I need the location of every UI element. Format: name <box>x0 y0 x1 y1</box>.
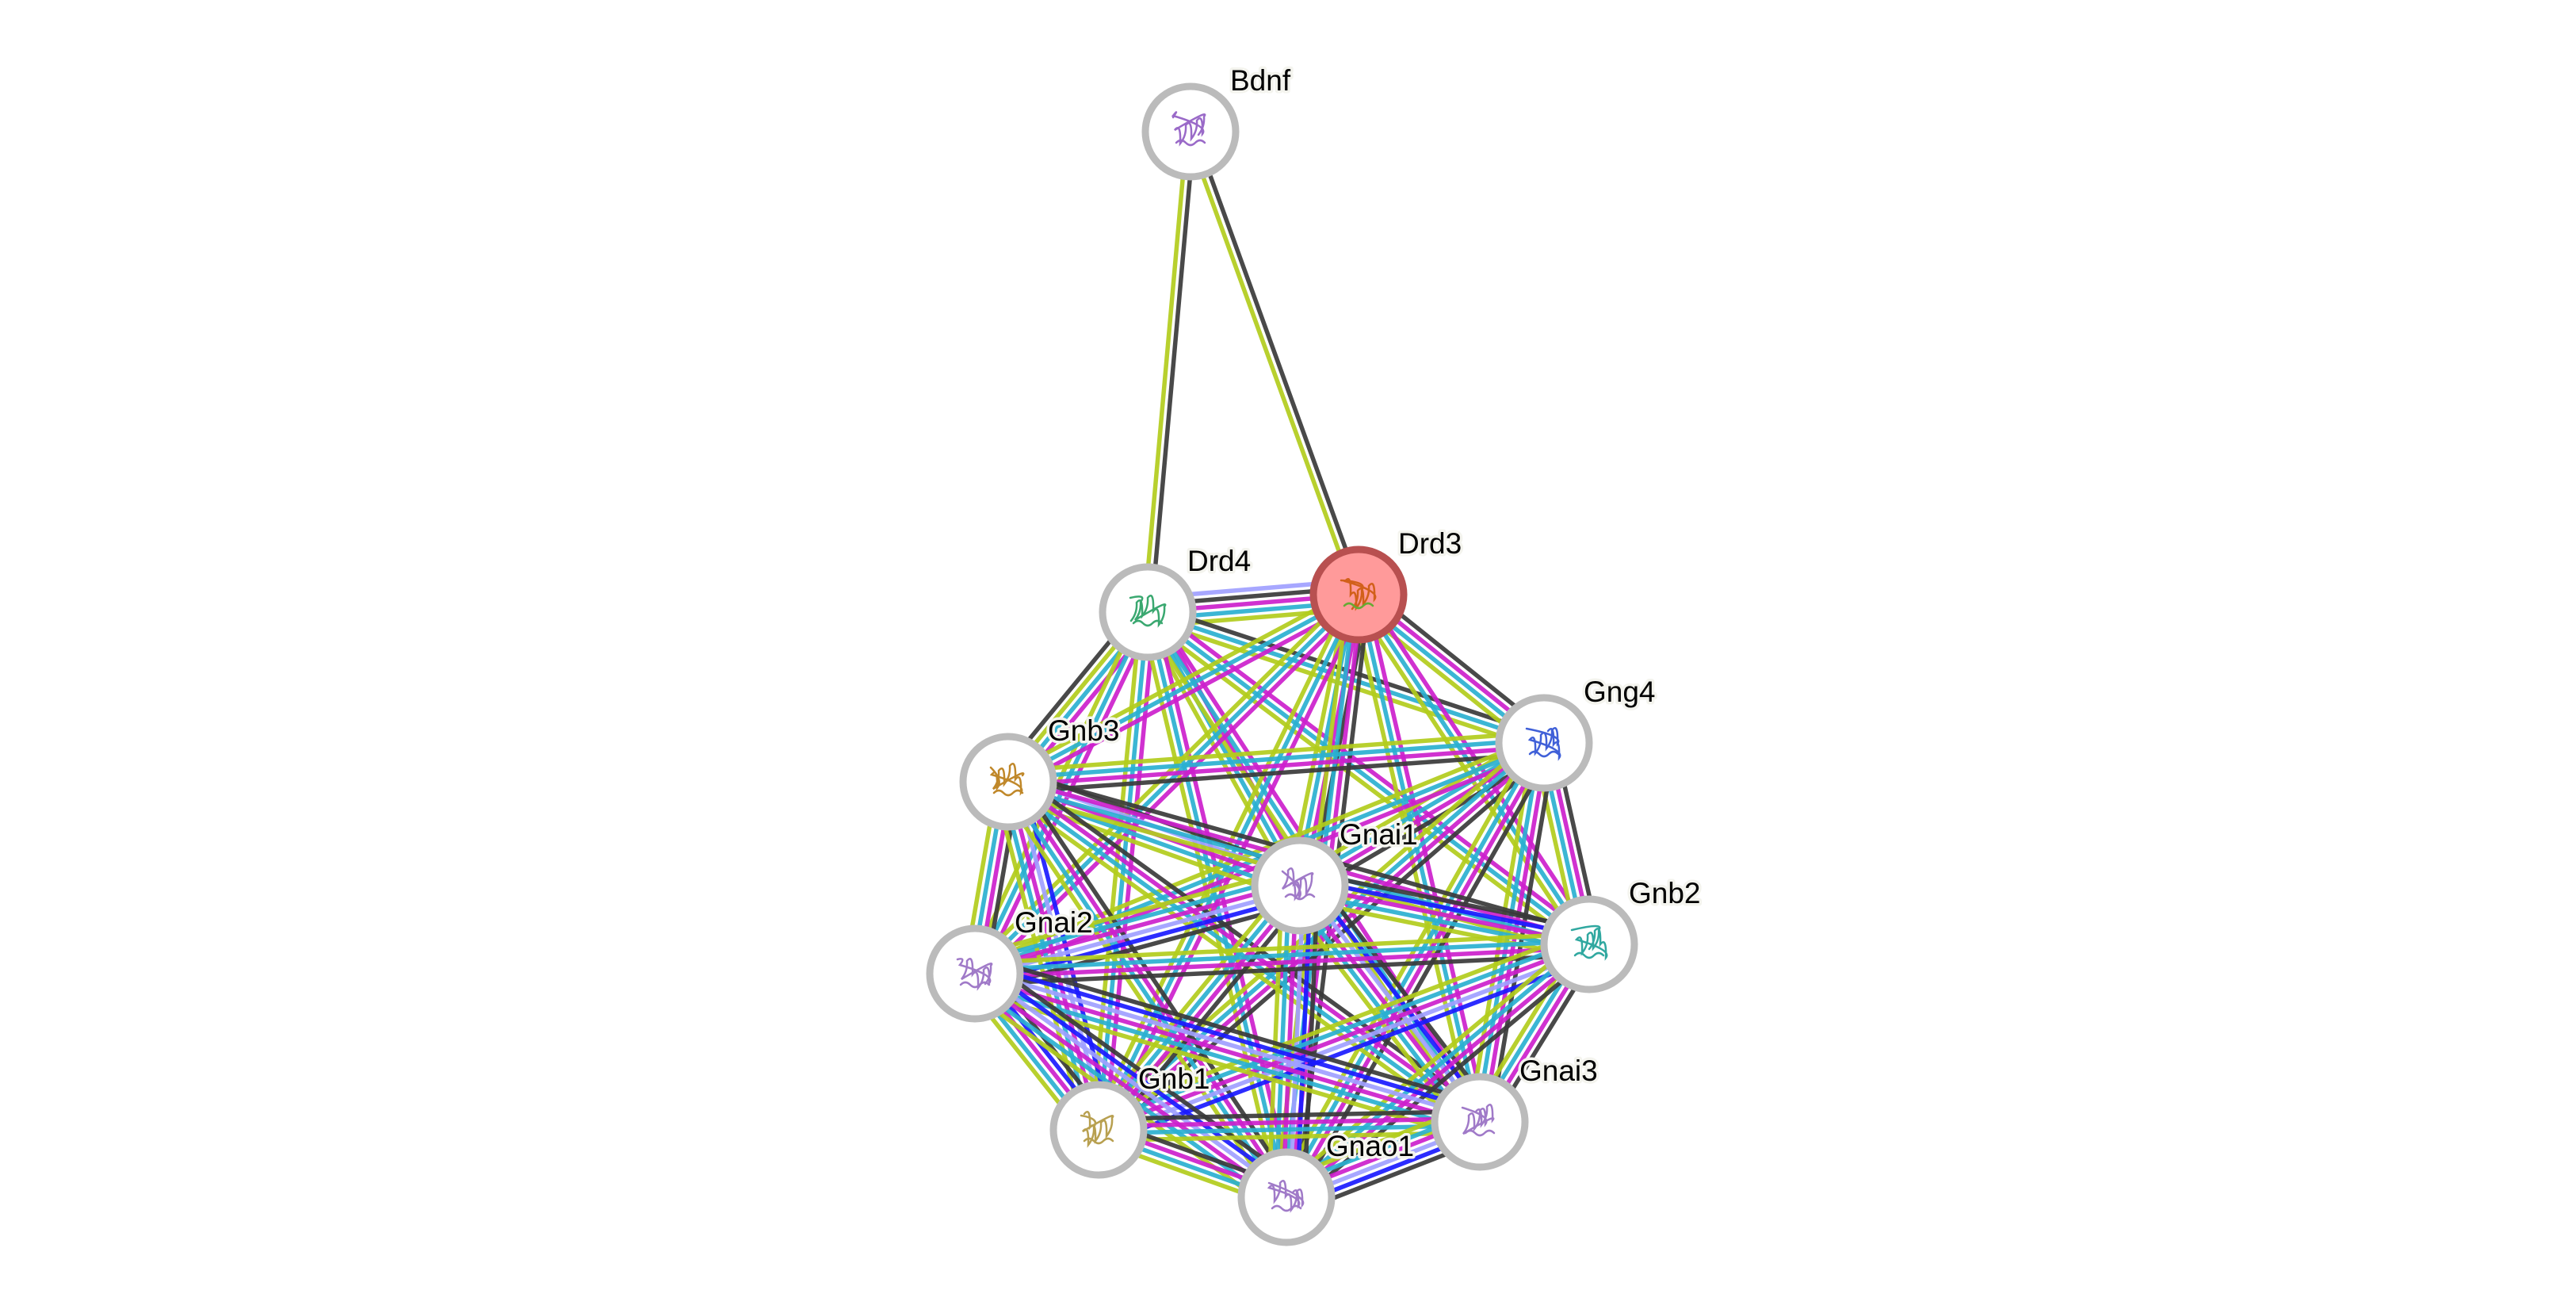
protein-structure-icon <box>1171 111 1206 147</box>
edge-database-line <box>1282 940 1588 1196</box>
edge-coexpression-line <box>1148 132 1197 613</box>
edge-experiments-line <box>1099 744 1548 1135</box>
protein-structure-icon <box>1267 1180 1305 1213</box>
edge-database-line <box>1273 885 1292 1197</box>
edge-coexpression-line <box>984 957 1298 1185</box>
edge-database-line <box>971 873 1298 966</box>
edge-Gng4-Gnb3[interactable] <box>1007 729 1546 795</box>
edge-coexpression-line <box>1312 873 1496 1113</box>
edge-textmining-line <box>1092 928 1585 1119</box>
edge-cooccurrence-line <box>1306 878 1490 1117</box>
protein-structure-icon <box>1129 595 1167 628</box>
node-label: Gnai3 <box>1519 1055 1598 1087</box>
node-circle[interactable] <box>959 733 1057 831</box>
edge-homology-line <box>1100 948 1593 1139</box>
node-circle[interactable] <box>1431 1073 1529 1171</box>
edge-coexpression-line <box>1488 744 1557 1124</box>
edge-database-line <box>1290 890 1473 1130</box>
edge-coexpression-line <box>1191 129 1364 595</box>
edge-experiments-line <box>1010 599 1363 790</box>
node-Gnai1[interactable]: Gnai1 <box>1251 816 1420 935</box>
edge-experiments-line <box>1150 604 1596 941</box>
edge-Gnb2-Gnai2[interactable] <box>974 931 1590 987</box>
node-label: Gnb3 <box>1048 714 1120 747</box>
edge-homology-line <box>975 968 1482 1121</box>
node-Bdnf[interactable]: Bdnf <box>1141 62 1294 181</box>
edge-Bdnf-Drd3[interactable] <box>1185 129 1364 597</box>
protein-structure-icon <box>956 958 993 991</box>
node-Gng4[interactable]: Gng4 <box>1495 673 1658 792</box>
edge-homology-line <box>976 969 1290 1196</box>
protein-structure-icon <box>1461 1104 1496 1137</box>
protein-structure-icon <box>1080 1111 1114 1148</box>
edge-cooccurrence-line <box>1294 886 1313 1198</box>
node-label: Bdnf <box>1230 64 1291 97</box>
edge-coexpression-line <box>1008 751 1546 795</box>
edge-database-line <box>1007 737 1544 781</box>
node-Gnao1[interactable]: Gnao1 <box>1237 1127 1417 1246</box>
edge-cooccurrence-line <box>1301 876 1592 940</box>
edge-textmining-line <box>1278 934 1584 1191</box>
node-label: Drd4 <box>1187 545 1251 577</box>
edge-textmining-line <box>1007 729 1544 774</box>
edge-Drd3-Gnb3[interactable] <box>1003 586 1363 790</box>
edge-textmining-line <box>1141 131 1190 612</box>
edge-coexpression-line <box>979 954 1486 1108</box>
edge-textmining-line <box>1141 615 1587 952</box>
protein-structure-icon <box>989 763 1025 797</box>
node-Gnb1[interactable]: Gnb1 <box>1049 1060 1213 1179</box>
protein-structure-icon <box>1340 578 1377 611</box>
edge-database-line <box>1007 592 1360 784</box>
edge-textmining-line <box>1000 788 1475 1133</box>
edge-database-line <box>1095 936 1588 1126</box>
edge-textmining-line <box>1266 884 1285 1197</box>
edge-cooccurrence-line <box>977 961 1484 1114</box>
node-circle[interactable] <box>1237 1148 1336 1246</box>
node-circle[interactable] <box>1049 1081 1148 1179</box>
node-Drd4[interactable]: Drd4 <box>1099 542 1254 661</box>
edge-experiments-line <box>1009 778 1292 1197</box>
edge-database-line <box>1145 611 1302 887</box>
node-Gnai2[interactable]: Gnai2 <box>926 904 1095 1023</box>
node-label: Drd3 <box>1398 527 1462 560</box>
protein-structure-icon <box>1525 727 1561 761</box>
edge-experiments-line <box>1008 744 1545 788</box>
edge-experiments-line <box>973 880 1300 973</box>
edge-textmining-line <box>1003 586 1357 778</box>
protein-structure-icon <box>1281 867 1316 901</box>
node-label: Gng4 <box>1584 676 1656 708</box>
node-label: Gnb1 <box>1138 1062 1210 1095</box>
node-circle[interactable] <box>926 924 1024 1023</box>
node-label: Gnai2 <box>1015 906 1093 939</box>
edge-experiments-line <box>973 974 1480 1127</box>
edge-coexpression-line <box>1098 1108 1480 1122</box>
edge-experiments-line <box>1098 1116 1480 1129</box>
edge-cooccurrence-line <box>980 963 1294 1191</box>
edge-Bdnf-Drd4[interactable] <box>1141 131 1197 613</box>
edge-database-line <box>1004 783 1479 1127</box>
protein-structure-icon <box>1570 924 1608 961</box>
edge-database-line <box>974 938 1589 973</box>
edge-experiments-line <box>1152 607 1309 883</box>
node-Gnai3[interactable]: Gnai3 <box>1431 1052 1600 1171</box>
node-label: Gnao1 <box>1326 1130 1414 1162</box>
node-Gnb3[interactable]: Gnb3 <box>959 712 1122 831</box>
edge-textmining-line <box>1185 132 1358 597</box>
edge-experiments-line <box>975 945 1590 980</box>
node-label: Gnb2 <box>1629 877 1701 909</box>
edge-textmining-line <box>969 866 1296 959</box>
node-circle[interactable] <box>1495 694 1593 792</box>
node-label: Gnai1 <box>1340 818 1418 851</box>
edge-coexpression-line <box>975 952 1590 987</box>
node-Gnb2[interactable]: Gnb2 <box>1540 875 1703 993</box>
edge-textmining-line <box>974 931 1589 966</box>
edge-coexpression-line <box>1302 869 1593 933</box>
edges-layer <box>961 129 1602 1216</box>
edge-database-line <box>973 593 1360 975</box>
node-Drd3[interactable]: Drd3 <box>1309 525 1465 644</box>
edge-experiments-line <box>971 974 1286 1202</box>
